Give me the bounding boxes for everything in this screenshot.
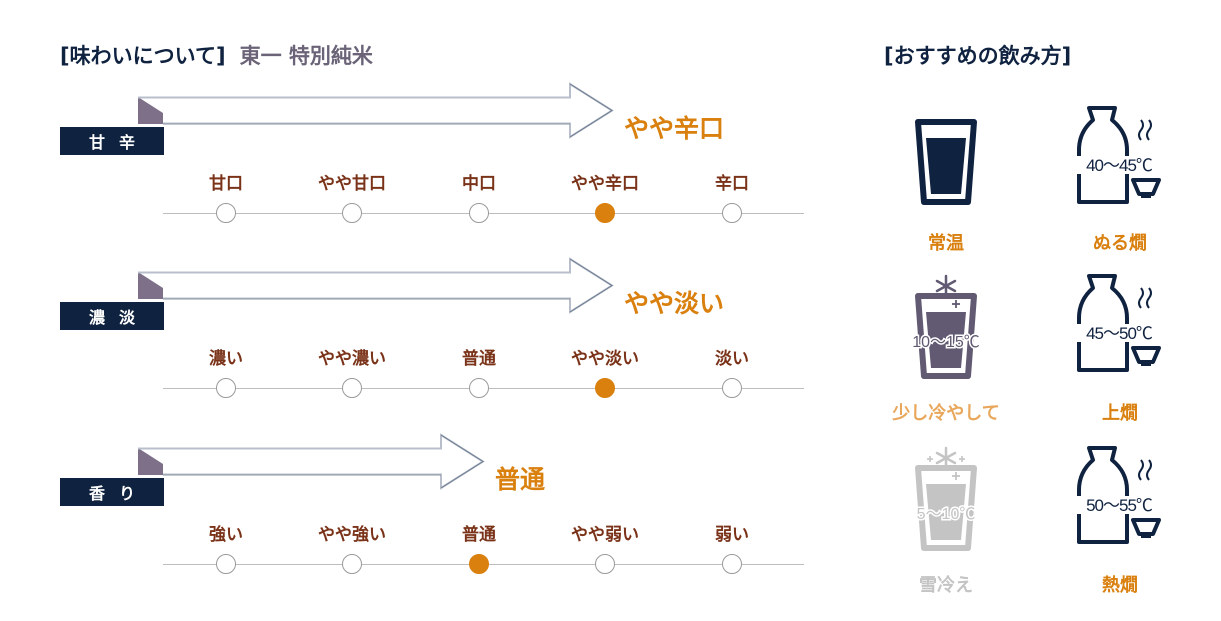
scale-item: 強い	[156, 520, 296, 545]
scale-label: 濃い	[209, 349, 243, 369]
tag-fold	[138, 448, 163, 475]
scale-item: 辛口	[662, 169, 802, 194]
scale-dot	[722, 203, 742, 223]
svg-text:40〜45℃: 40〜45℃	[1086, 156, 1153, 175]
tokkuri-icon: 45〜50℃	[1055, 272, 1185, 376]
taste-heading: [味わいについて]	[60, 44, 226, 68]
taste-result: 普通	[495, 465, 546, 494]
taste-result: やや辛口	[624, 114, 725, 143]
scale-item: 濃い	[156, 344, 296, 369]
scale-item: やや弱い	[535, 520, 675, 545]
serving-label: 少し冷やして	[892, 403, 1000, 424]
serving-section-title: [おすすめの飲み方]	[884, 44, 1072, 68]
scale-item: やや辛口	[535, 169, 675, 194]
scale-label: 普通	[462, 525, 496, 545]
scale-label: 辛口	[715, 174, 749, 194]
scale-item: 普通	[409, 520, 549, 545]
taste-arrow	[138, 433, 485, 490]
scale-item: やや甘口	[282, 169, 422, 194]
scale-label: やや強い	[318, 525, 386, 545]
taste-result: やや淡い	[624, 289, 725, 318]
taste-arrow	[138, 82, 614, 139]
scale-dot	[342, 203, 362, 223]
tokkuri-icon: 40〜45℃	[1055, 104, 1185, 208]
svg-text:45〜50℃: 45〜50℃	[1086, 324, 1153, 343]
scale-label: やや弱い	[571, 525, 639, 545]
scale-dot	[216, 554, 236, 574]
tokkuri-icon: 50〜55℃	[1055, 444, 1185, 548]
scale-dot-selected	[595, 378, 615, 398]
serving-label: 常温	[928, 233, 964, 254]
serving-label: ぬる燗	[1093, 233, 1147, 254]
glass-icon	[881, 118, 1011, 208]
scale-item: 普通	[409, 344, 549, 369]
scale-item: 甘口	[156, 169, 296, 194]
taste-category-tag: 甘辛	[60, 127, 164, 155]
scale-label: やや辛口	[571, 174, 639, 194]
scale-dot	[595, 554, 615, 574]
scale-label: やや甘口	[318, 174, 386, 194]
serving-option: 45〜50℃	[1055, 272, 1185, 376]
scale-dot	[469, 203, 489, 223]
scale-label: 甘口	[209, 174, 243, 194]
scale-dot	[216, 203, 236, 223]
scale-dot-selected	[595, 203, 615, 223]
tag-fold	[138, 272, 163, 299]
serving-label: 熱燗	[1102, 575, 1138, 596]
scale-label: やや濃い	[318, 349, 386, 369]
serving-label: 雪冷え	[919, 575, 973, 596]
taste-row: 濃淡やや淡い濃いやや濃い普通やや淡い淡い	[0, 257, 830, 442]
scale-dot	[342, 378, 362, 398]
serving-option	[881, 118, 1011, 208]
scale-label: やや淡い	[571, 349, 639, 369]
scale-item: 淡い	[662, 344, 802, 369]
product-name: 東一 特別純米	[239, 44, 373, 68]
scale-dot-selected	[469, 554, 489, 574]
taste-category-tag: 濃淡	[60, 302, 164, 330]
serving-option: 50〜55℃	[1055, 444, 1185, 548]
serving-option: 40〜45℃	[1055, 104, 1185, 208]
scale-item: 中口	[409, 169, 549, 194]
scale-item: やや強い	[282, 520, 422, 545]
scale-dot	[722, 554, 742, 574]
svg-text:10〜15℃: 10〜15℃	[912, 334, 980, 351]
scale-item: 弱い	[662, 520, 802, 545]
taste-row: 甘辛やや辛口甘口やや甘口中口やや辛口辛口	[0, 82, 830, 267]
scale-dot	[216, 378, 236, 398]
tag-fold	[138, 97, 163, 124]
scale-label: 強い	[209, 525, 243, 545]
scale-dot	[342, 554, 362, 574]
scale-dot	[722, 378, 742, 398]
scale-label: 普通	[462, 349, 496, 369]
scale-label: 中口	[462, 174, 496, 194]
svg-text:50〜55℃: 50〜55℃	[1086, 496, 1153, 515]
taste-arrow	[138, 257, 614, 314]
taste-row: 香り普通強いやや強い普通やや弱い弱い	[0, 433, 830, 618]
scale-label: 弱い	[715, 525, 749, 545]
taste-category-tag: 香り	[60, 478, 164, 506]
svg-text:10〜15℃: 10〜15℃	[912, 334, 980, 351]
scale-dot	[469, 378, 489, 398]
svg-text:5〜10℃: 5〜10℃	[917, 506, 976, 523]
serving-label: 上燗	[1102, 403, 1138, 424]
scale-label: 淡い	[715, 349, 749, 369]
scale-item: やや淡い	[535, 344, 675, 369]
scale-item: やや濃い	[282, 344, 422, 369]
svg-text:5〜10℃: 5〜10℃	[917, 506, 976, 523]
taste-section-title: [味わいについて] 東一 特別純米	[60, 40, 373, 70]
